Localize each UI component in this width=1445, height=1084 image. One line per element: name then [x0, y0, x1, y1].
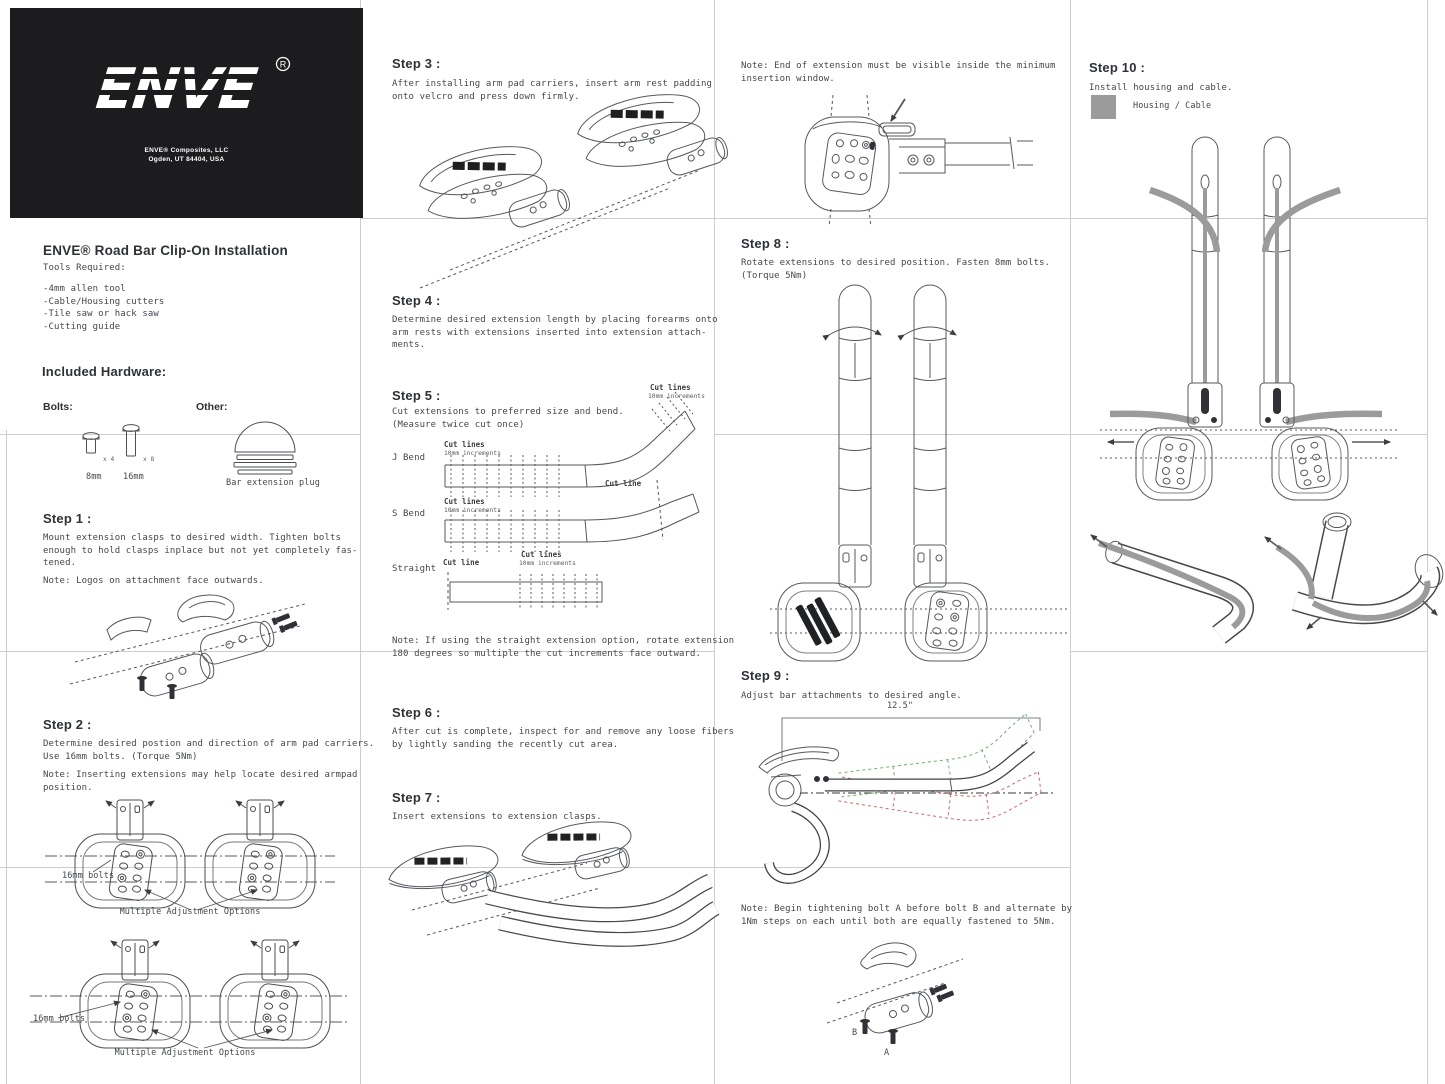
- step2-diagram-top: [45, 798, 335, 916]
- j-bend-diagram: [437, 395, 709, 505]
- increments-label-s: 10mm increments: [444, 507, 501, 514]
- step1-note: Note: Logos on attachment face outwards.: [43, 576, 264, 586]
- adjustment-caption-2: Multiple Adjustment Options: [114, 1048, 256, 1058]
- bolt-16mm-size: 16mm: [123, 472, 144, 482]
- enve-logo: ENVE R: [79, 50, 296, 122]
- bolt-b-label: B: [852, 1028, 858, 1038]
- dimension-label: 12.5": [886, 701, 914, 711]
- svg-text:R: R: [280, 60, 287, 70]
- insertion-window-diagram: [795, 95, 1035, 227]
- j-bend-label: J Bend: [392, 453, 426, 463]
- fold-line-vertical-4: [1427, 0, 1428, 1084]
- cutlines-label-j: Cut lines: [444, 440, 485, 449]
- bolt-8mm-qty: x 4: [103, 456, 115, 463]
- step4-body: Determine desired extension length by pl…: [392, 315, 718, 350]
- adjustment-caption-1: Multiple Adjustment Options: [119, 907, 261, 917]
- step1-diagram: [65, 590, 315, 699]
- s-bend-label: S Bend: [392, 509, 426, 519]
- step8-diagram: [770, 283, 1070, 665]
- step1-body: Mount extension clasps to desired width.…: [43, 533, 358, 568]
- bolt-a-label: A: [884, 1048, 890, 1058]
- svg-text:ENVE: ENVE: [93, 57, 260, 122]
- straight-note: Note: If using the straight extension op…: [392, 636, 735, 659]
- bolts-label: Bolts:: [43, 401, 73, 413]
- step10-heading: Step 10 :: [1089, 60, 1145, 75]
- cutlines-label-straight: Cut lines: [521, 550, 562, 559]
- step5-heading: Step 5 :: [392, 388, 441, 403]
- fold-line-horizontal-1: [360, 218, 1427, 219]
- step9-body: Adjust bar attachments to desired angle.: [741, 691, 962, 701]
- bolt-8mm-size: 8mm: [86, 472, 102, 482]
- step8-heading: Step 8 :: [741, 236, 790, 251]
- step7-body: Insert extensions to extension clasps.: [392, 812, 602, 822]
- insertion-note: Note: End of extension must be visible i…: [741, 61, 1056, 84]
- fold-line-horizontal-4: [0, 867, 1070, 868]
- bolt-16mm-qty: x 8: [143, 456, 155, 463]
- increments-label-straight: 10mm increments: [519, 560, 576, 567]
- cutline-label-straight: Cut line: [443, 558, 480, 567]
- page-title: ENVE® Road Bar Clip-On Installation: [43, 243, 288, 258]
- fold-line-vertical-1: [360, 0, 361, 1084]
- tools-heading: Tools Required:: [43, 263, 126, 273]
- step2-diagram-bottom: [30, 932, 350, 1054]
- straight-diagram: [440, 570, 615, 610]
- housing-cable-swatch: [1091, 95, 1116, 119]
- step9-heading: Step 9 :: [741, 668, 790, 683]
- fold-line-horizontal-2a: [0, 434, 360, 435]
- bolts-16mm-label-1: 16mm bolts: [62, 871, 115, 881]
- step2-body: Determine desired postion and direction …: [43, 739, 375, 762]
- step7-heading: Step 7 :: [392, 790, 441, 805]
- step10-diagram: [1100, 130, 1400, 505]
- cable-routing-diagram: [1090, 505, 1445, 665]
- step4-heading: Step 4 :: [392, 293, 441, 308]
- bolts-icon: [75, 424, 170, 470]
- brand-panel: ENVE R ENVE® Composites, LLC Ogden, UT 8…: [10, 8, 363, 218]
- increments-label-top: 10mm increments: [648, 393, 705, 400]
- fold-line-horizontal-2b: [714, 434, 1427, 435]
- step9-diagram: [745, 715, 1055, 895]
- step10-body: Install housing and cable.: [1089, 83, 1233, 93]
- housing-cable-label: Housing / Cable: [1133, 101, 1212, 111]
- step8-body: Rotate extensions to desired position. F…: [741, 258, 1051, 281]
- bar-extension-plug-icon: [225, 418, 305, 476]
- bolts-16mm-label-2: 16mm bolts: [33, 1014, 86, 1024]
- step6-body: After cut is complete, inspect for and r…: [392, 727, 735, 750]
- increments-label-j: 10mm increments: [444, 450, 501, 457]
- straight-label: Straight: [392, 564, 437, 574]
- cutline-label-s: Cut line: [605, 479, 642, 488]
- cutlines-label-s: Cut lines: [444, 497, 485, 506]
- fold-line-vertical-3: [1070, 0, 1071, 1084]
- step2-note: Note: Inserting extensions may help loca…: [43, 770, 358, 793]
- step1-heading: Step 1 :: [43, 511, 92, 526]
- bolt-order-diagram: [825, 935, 965, 1044]
- s-bend-diagram: [437, 478, 705, 563]
- step3-diagram: [395, 108, 710, 288]
- other-label: Other:: [196, 401, 228, 413]
- hardware-heading: Included Hardware:: [42, 364, 167, 379]
- tightening-note: Note: Begin tightening bolt A before bol…: [741, 904, 1073, 927]
- fold-line-horizontal-3b: [1070, 651, 1427, 652]
- step6-heading: Step 6 :: [392, 705, 441, 720]
- page-edge-line: [6, 430, 7, 1084]
- tools-list: -4mm allen tool -Cable/Housing cutters -…: [43, 284, 165, 332]
- step3-heading: Step 3 :: [392, 56, 441, 71]
- company-address: ENVE® Composites, LLC Ogden, UT 84404, U…: [144, 147, 229, 163]
- step3-body: After installing arm pad carriers, inser…: [392, 79, 713, 102]
- fold-line-horizontal-3a: [0, 651, 714, 652]
- fold-line-vertical-2: [714, 0, 715, 1084]
- plug-label: Bar extension plug: [226, 478, 320, 488]
- cutlines-label-top: Cut lines: [650, 383, 691, 392]
- step2-heading: Step 2 :: [43, 717, 92, 732]
- step7-diagram: [372, 835, 717, 975]
- step5-body: Cut extensions to preferred size and ben…: [392, 407, 624, 430]
